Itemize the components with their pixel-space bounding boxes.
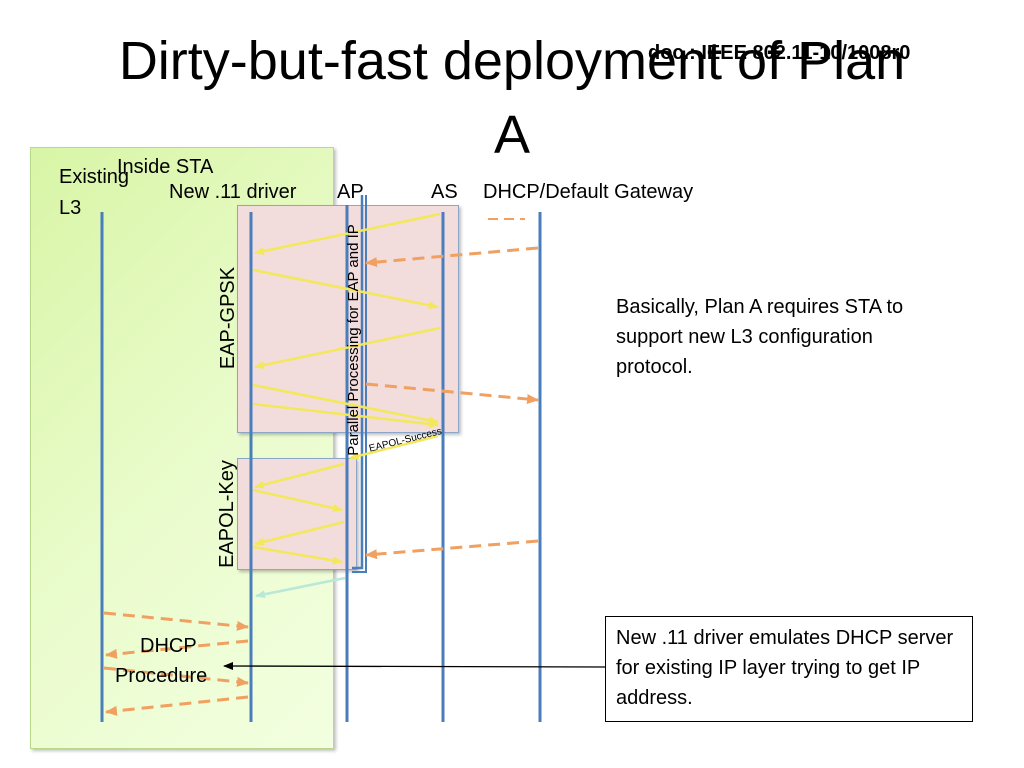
ip-arrow-ap-to-dhcp [365,382,539,404]
dhcp-gateway-label: DHCP/Default Gateway [483,181,694,203]
eap-arrow-3 [254,326,441,370]
ap-label: AP [337,181,364,203]
inside-sta-label: Inside STA [117,156,214,178]
eapol-key-arrow-4 [252,545,343,565]
callout-pointer [223,662,606,671]
slide-title-line2: A [493,105,531,165]
dhcp-arrow-2 [105,639,249,659]
driver-emulation-callout: New .11 driver emulates DHCP server for … [605,616,973,722]
eap-arrow-5 [252,402,439,428]
eap-arrow-2 [252,268,439,310]
doc-reference: doc.: IEEE 802.11-10/1008r0 [648,42,911,64]
eapol-key-arrow-1 [254,462,345,489]
driver-notify-arrow [255,576,346,599]
eapol-key-arrow-3 [254,520,345,546]
parallel-processing-bracket [352,195,364,570]
existing-l3-label-line1: Existing [59,166,130,188]
parallel-processing-label: Parallel Processing for EAP and IP [345,224,362,456]
eap-arrow-1 [254,212,441,256]
dhcp-arrow-4 [105,695,249,716]
ip-arrow-dhcp-to-ap-1 [365,246,539,268]
dhcp-arrow-3 [103,666,249,687]
eap-gpsk-label: EAP-GPSK [217,266,239,370]
plan-a-note: Basically, Plan A requires STA to suppor… [616,296,904,378]
eapol-key-arrow-2 [252,488,343,512]
dhcp-procedure-label-line1: DHCP [140,635,197,657]
slide-title: Dirty-but-fast deployment of Plan [118,31,906,91]
dhcp-procedure-label-line2: Procedure [115,665,208,687]
eapol-success-arrow [349,434,439,460]
new-driver-label: New .11 driver [169,181,297,203]
eapol-key-label: EAPOL-Key [216,460,238,568]
eap-arrow-4 [252,383,439,425]
as-label: AS [431,181,458,203]
existing-l3-label-line2: L3 [59,197,82,219]
ip-arrow-dhcp-to-ap-2 [365,539,539,560]
dhcp-arrow-1 [103,611,249,631]
